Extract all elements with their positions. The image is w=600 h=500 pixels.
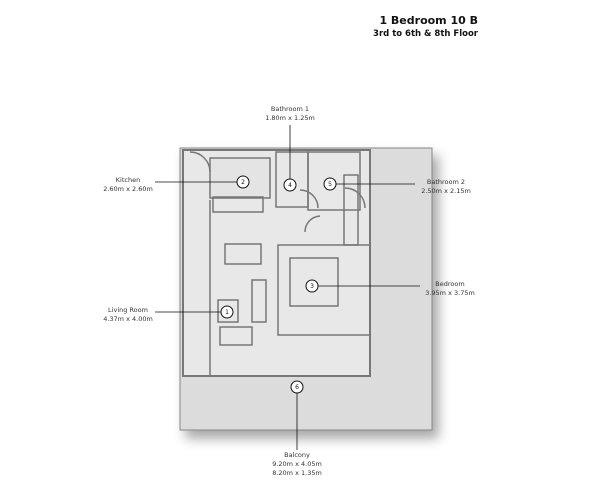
room-number-3: 3	[310, 283, 314, 290]
dining-table	[224, 243, 262, 265]
armchair	[219, 326, 253, 346]
room-name: Kitchen	[115, 176, 141, 184]
room-name: Living Room	[108, 306, 148, 314]
room-name: Balcony	[284, 451, 310, 459]
room-number-6: 6	[295, 384, 299, 391]
plan-title: 1 Bedroom 10 B	[379, 14, 478, 27]
bathroom-2	[307, 151, 361, 211]
room-name: Bathroom 1	[270, 105, 310, 113]
room-dims-2: 8.20m x 1.35m	[272, 469, 322, 477]
room-name: Bathroom 2	[426, 178, 466, 186]
plan-subtitle: 3rd to 6th & 8th Floor	[373, 29, 478, 39]
room-dims: 9.20m x 4.05m	[272, 460, 322, 468]
room-number-2: 2	[241, 179, 245, 186]
room-dims: 4.37m x 4.00m	[103, 315, 153, 323]
room-dims: 2.60m x 2.60m	[103, 185, 153, 193]
room-number-4: 4	[288, 182, 292, 189]
room-dims: 3.95m x 3.75m	[425, 289, 475, 297]
room-number-5: 5	[328, 181, 332, 188]
room-number-1: 1	[225, 309, 229, 316]
bed	[289, 257, 339, 307]
room-dims: 1.80m x 1.25m	[265, 114, 315, 122]
room-dims: 2.50m x 2.15m	[421, 187, 471, 195]
sofa	[251, 279, 267, 323]
plan-title-block: 1 Bedroom 10 B 3rd to 6th & 8th Floor	[373, 14, 478, 39]
bedroom	[277, 244, 371, 336]
room-name: Bedroom	[435, 280, 465, 288]
